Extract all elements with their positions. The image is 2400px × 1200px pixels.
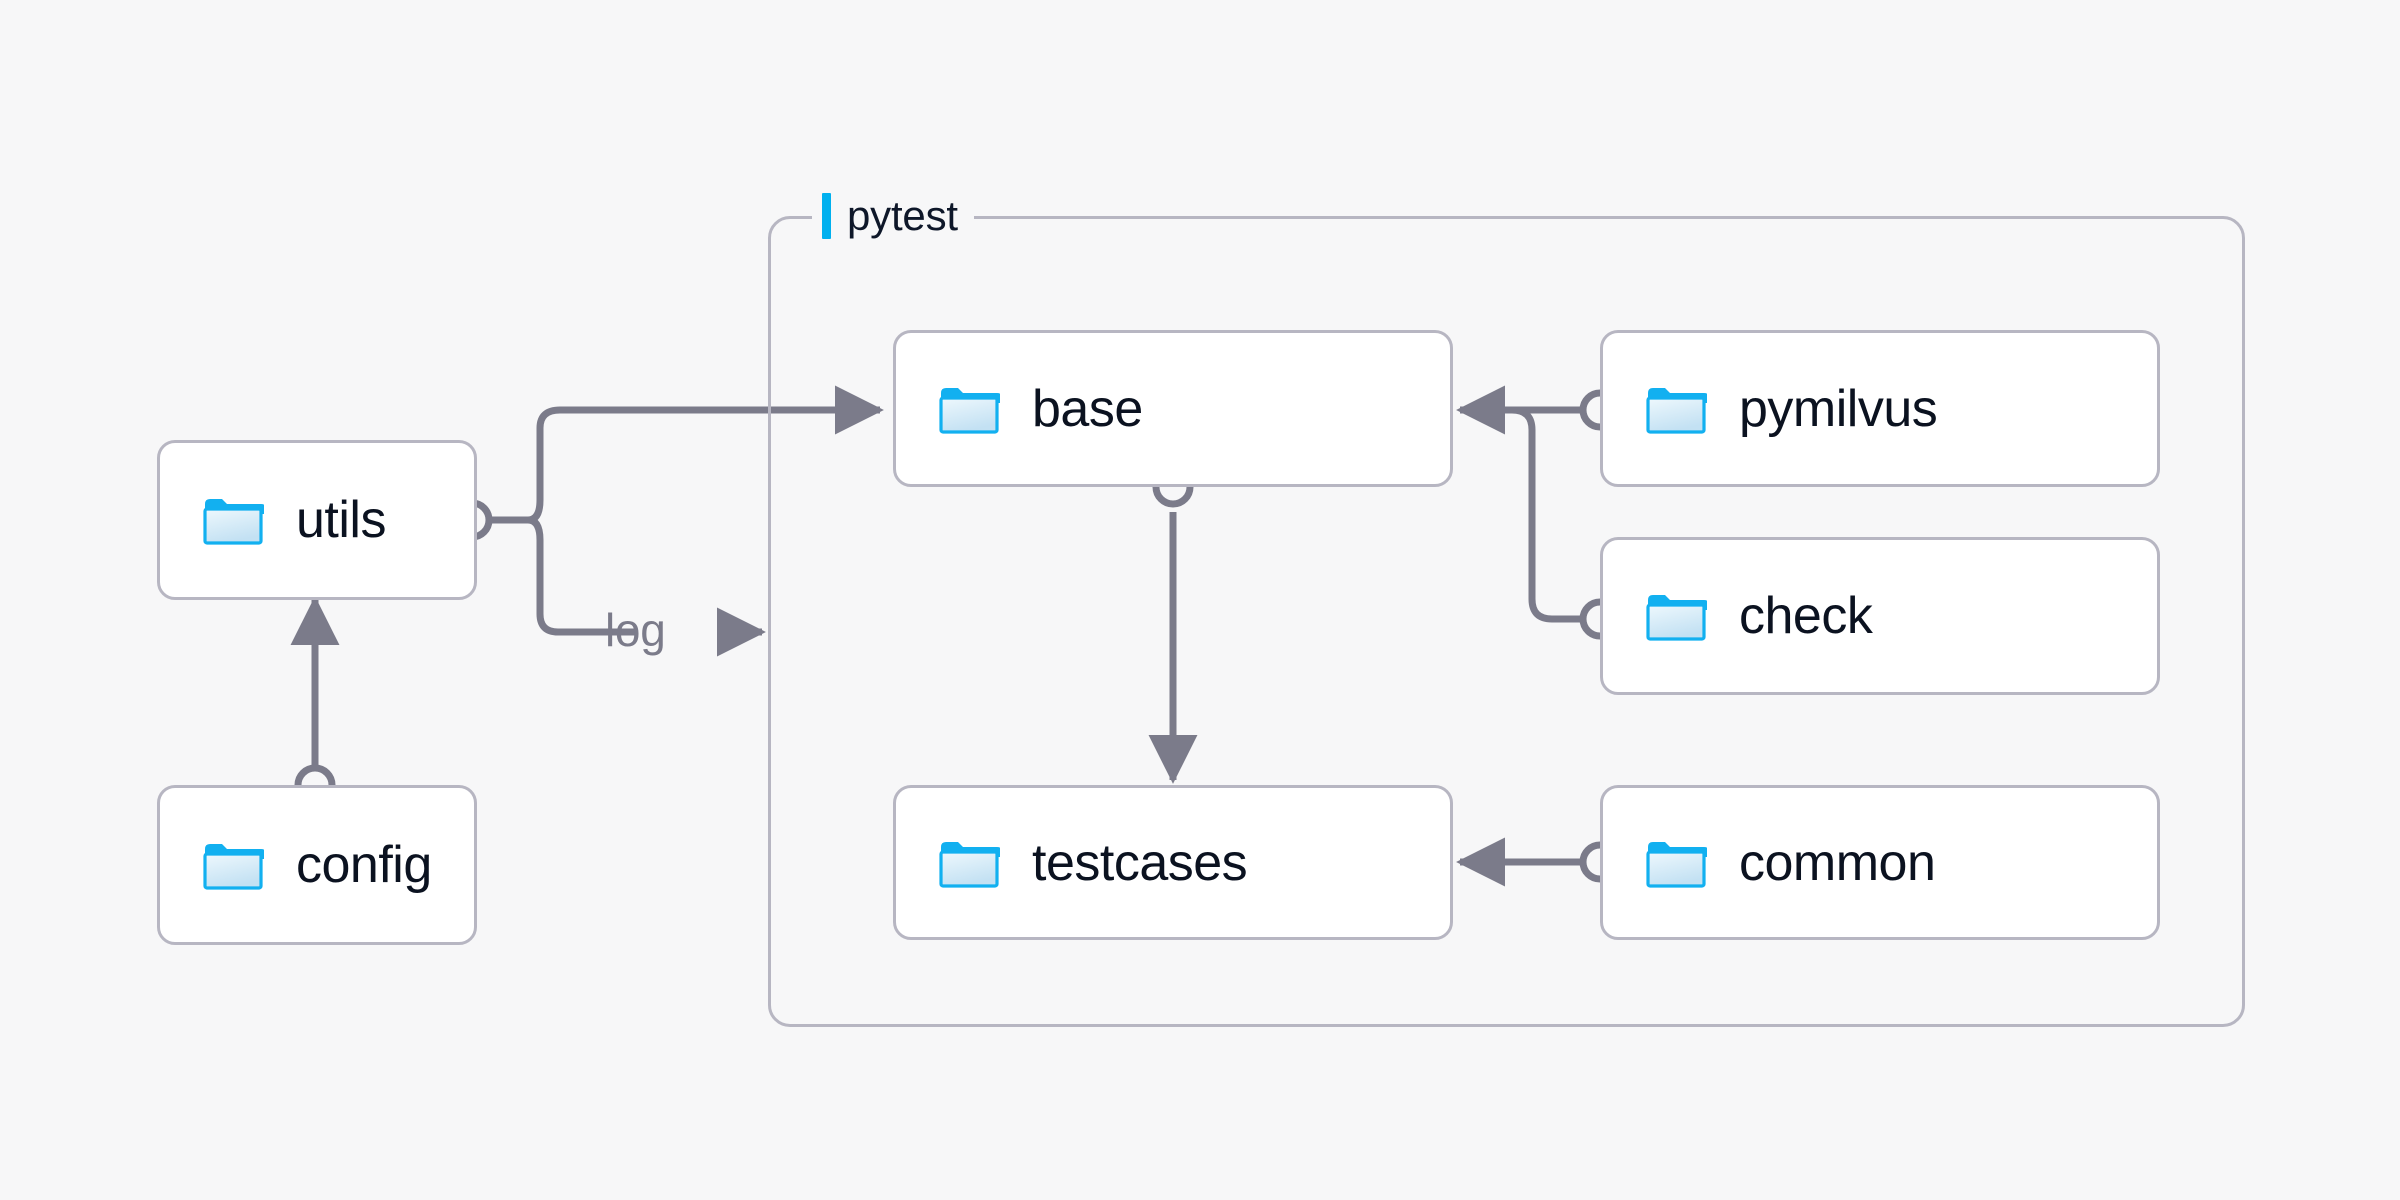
pytest-group-label-text: pytest — [847, 192, 958, 239]
node-utils[interactable]: utils — [157, 440, 477, 600]
pytest-group-label: pytest — [812, 189, 974, 243]
node-testcases[interactable]: testcases — [893, 785, 1453, 940]
node-utils-label: utils — [296, 491, 386, 549]
folder-icon — [1646, 387, 1707, 434]
node-config-label: config — [296, 836, 432, 894]
node-pymilvus[interactable]: pymilvus — [1600, 330, 2160, 487]
folder-icon — [1646, 841, 1707, 888]
node-check[interactable]: check — [1600, 537, 2160, 695]
edge-label-log: log — [605, 604, 666, 656]
node-base-label: base — [1032, 379, 1143, 438]
node-check-label: check — [1739, 587, 1873, 645]
node-config[interactable]: config — [157, 785, 477, 945]
node-base[interactable]: base — [893, 330, 1453, 487]
folder-icon — [1646, 595, 1707, 641]
accent-bar-icon — [822, 193, 831, 239]
folder-icon — [203, 499, 264, 545]
node-common[interactable]: common — [1600, 785, 2160, 940]
node-common-label: common — [1739, 833, 1936, 892]
node-testcases-label: testcases — [1032, 833, 1248, 892]
pytest-group-container[interactable] — [768, 216, 2245, 1027]
folder-icon — [203, 844, 264, 890]
folder-icon — [939, 387, 1000, 434]
folder-icon — [939, 841, 1000, 888]
node-pymilvus-label: pymilvus — [1739, 379, 1938, 438]
